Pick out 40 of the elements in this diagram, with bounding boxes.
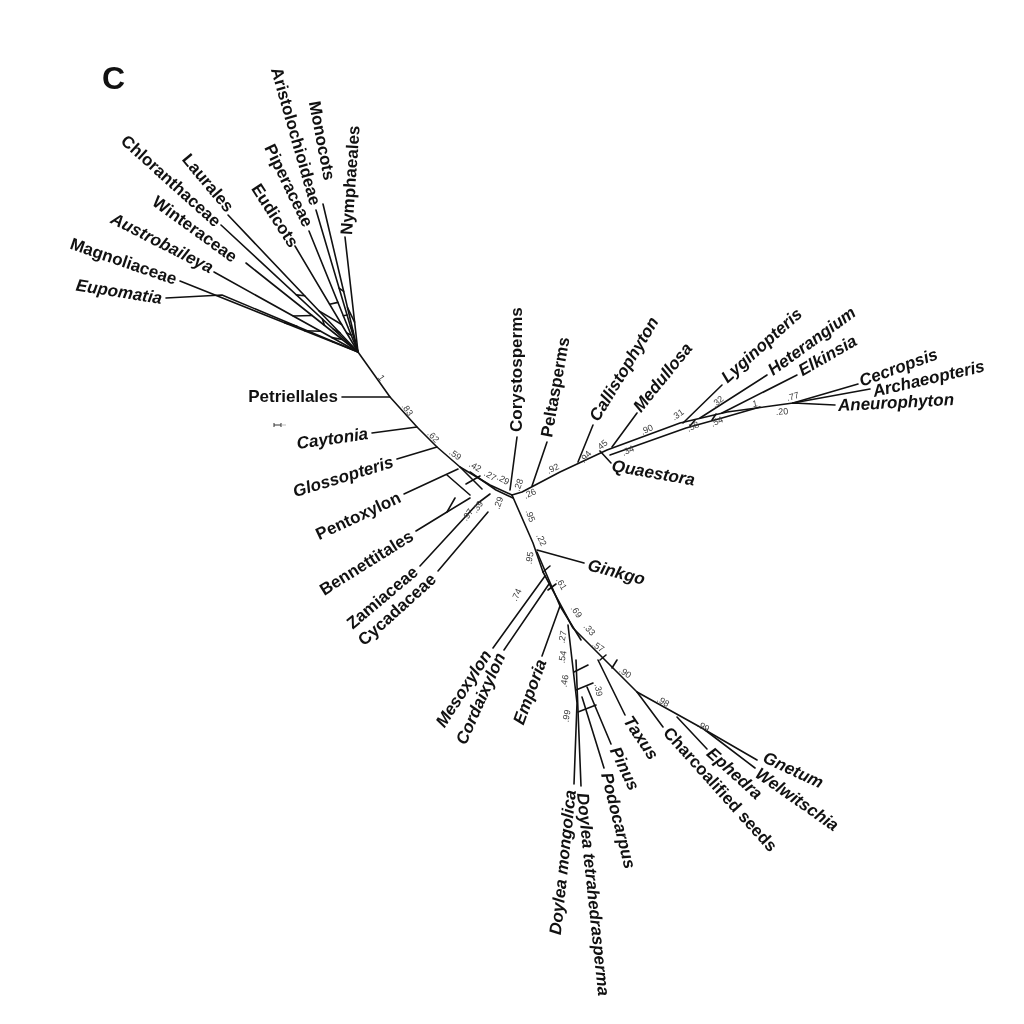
support-value: .54 — [709, 415, 725, 429]
support-value: .20 — [775, 406, 789, 418]
support-value: .77 — [785, 391, 801, 403]
support-value: .33 — [581, 622, 597, 638]
support-value: .22 — [534, 532, 548, 548]
support-value: .54 — [557, 650, 569, 664]
support-value: .45 — [594, 438, 610, 454]
support-value: 1 — [375, 373, 387, 383]
support-value: .62 — [425, 429, 441, 445]
taxon-label: Caytonia — [295, 425, 370, 453]
support-value: .74 — [510, 587, 524, 603]
support-value: .98 — [655, 694, 671, 710]
panel-letter: C — [102, 62, 126, 94]
support-value: .57 — [590, 639, 606, 655]
support-value: .27 — [557, 630, 569, 644]
support-value: .95 — [523, 508, 537, 524]
support-value: .69 — [568, 604, 584, 620]
taxon-label: Corystosperms — [508, 307, 526, 432]
support-value: .39 — [592, 683, 604, 697]
taxon-label: Quaestora — [610, 457, 697, 490]
support-value: .58 — [685, 420, 701, 434]
support-value: .59 — [447, 447, 463, 463]
support-value: .95 — [524, 551, 536, 565]
support-value: .42 — [467, 459, 483, 475]
support-value: .29 — [492, 495, 506, 511]
support-value: .94 — [578, 449, 594, 465]
support-value: .34 — [620, 444, 636, 458]
support-value: .90 — [639, 423, 655, 437]
support-value: .27 — [482, 468, 498, 484]
taxon-label: Nymphaeales — [338, 125, 364, 236]
support-value: .61 — [553, 576, 569, 592]
support-value: .92 — [545, 462, 561, 476]
support-value: .90 — [617, 665, 633, 681]
support-value: .99 — [561, 709, 573, 723]
support-value: .83 — [399, 402, 415, 418]
support-value: .32 — [710, 394, 726, 410]
support-value: 1 — [751, 399, 759, 409]
support-value: .46 — [559, 674, 571, 688]
taxon-label: Ginkgo — [585, 556, 647, 589]
taxon-label: Petriellales — [248, 388, 338, 406]
